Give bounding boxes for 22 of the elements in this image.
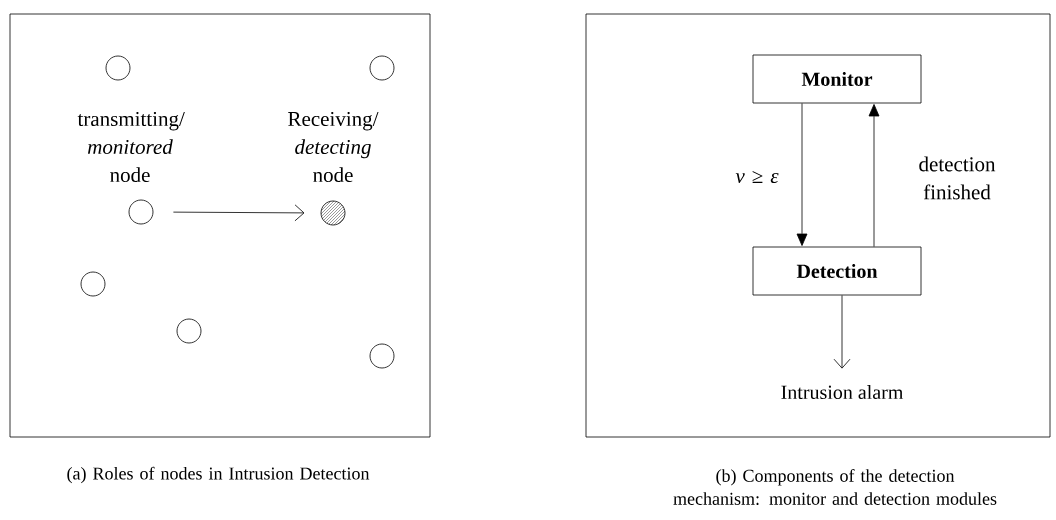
arrow (796, 103, 808, 246)
network-node (369, 55, 395, 81)
network-node (369, 343, 395, 369)
detecting-node (320, 200, 346, 226)
node-caption: Receiving/ detecting node (288, 111, 379, 183)
arrow (868, 104, 880, 247)
module-box: Detection (752, 246, 922, 296)
panel-frame (585, 13, 1051, 438)
node-caption: transmitting/ monitored node (77, 111, 185, 183)
output-label: Intrusion alarm (781, 384, 904, 400)
arrow (833, 295, 851, 369)
module-box: Monitor (752, 54, 922, 104)
arrow (173, 204, 305, 222)
network-node (105, 55, 131, 81)
edge-label: detection finished (919, 156, 996, 200)
network-node (176, 318, 202, 344)
figure-caption: (a) Roles of nodes in Intrusion Detection (67, 466, 370, 484)
figure-caption: (b) Components of the detection mechanism: monitor and detection modules (673, 469, 997, 505)
panel-frame (9, 13, 431, 438)
edge-label: v ≥ ε (735, 170, 779, 184)
network-node (80, 271, 106, 297)
network-node (128, 199, 154, 225)
